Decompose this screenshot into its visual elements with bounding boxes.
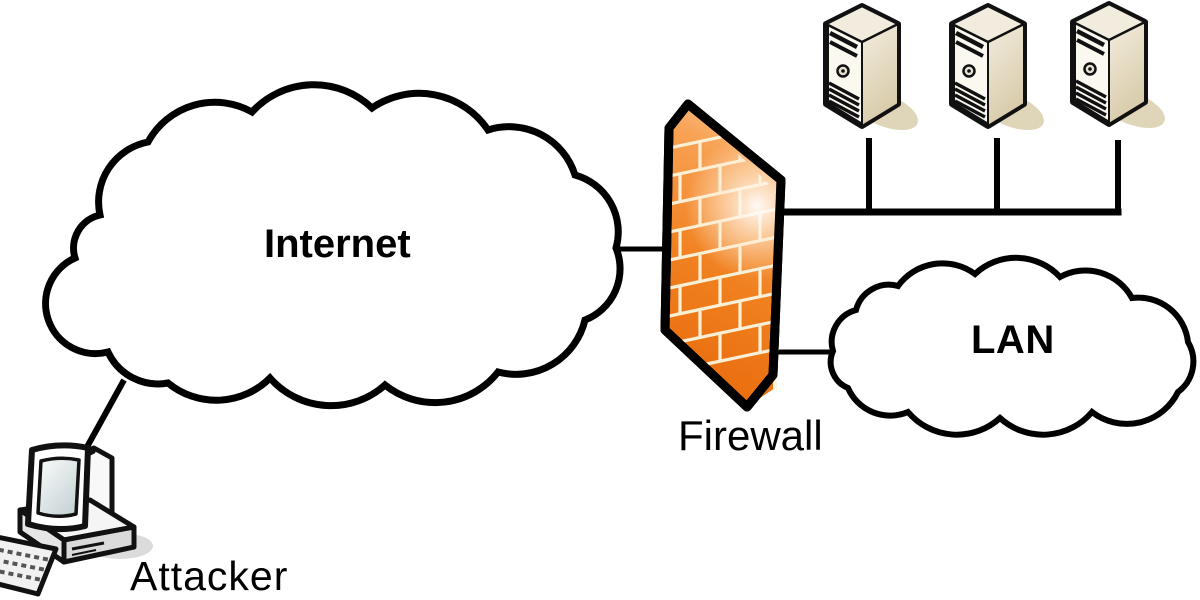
server-icon-3 <box>1073 4 1170 136</box>
server-icon-1 <box>826 6 923 138</box>
firewall-label: Firewall <box>678 412 823 459</box>
lan-cloud <box>827 254 1197 438</box>
keyboard <box>0 535 59 597</box>
lan-label: LAN <box>971 318 1055 362</box>
internet-cloud <box>42 81 624 410</box>
internet-cloud-outline <box>42 81 624 410</box>
attacker-computer-icon <box>0 442 153 597</box>
attacker-label: Attacker <box>130 553 289 599</box>
lan-cloud-outline <box>827 254 1197 438</box>
internet-label: Internet <box>264 222 411 266</box>
attacker-internet-link <box>79 378 127 458</box>
edge-lines <box>79 138 1122 458</box>
firewall-icon <box>660 99 786 412</box>
server-icon-2 <box>952 6 1049 138</box>
monitor-screen <box>36 456 81 518</box>
